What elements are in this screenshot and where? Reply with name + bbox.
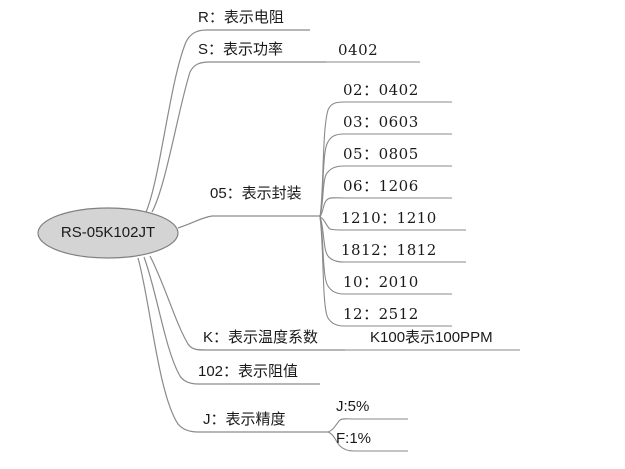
root-node-label: RS-05K102JT xyxy=(60,224,156,241)
child-label-pkg-1812[interactable]: 1812：1812 xyxy=(341,241,437,259)
branch-label-k[interactable]: K：表示温度系数 xyxy=(203,329,319,346)
branch-label-resistance[interactable]: 102：表示阻值 xyxy=(198,363,299,380)
child-label-s-0402[interactable]: 0402 xyxy=(338,41,379,59)
child-label-pkg-05[interactable]: 05：0805 xyxy=(343,145,419,163)
wire-to-package xyxy=(177,215,320,229)
child-label-pkg-03[interactable]: 03：0603 xyxy=(343,113,419,131)
child-label-tol-f1[interactable]: F:1% xyxy=(336,430,372,447)
branch-label-package[interactable]: 05：表示封装 xyxy=(210,185,302,202)
child-label-pkg-02[interactable]: 02：0402 xyxy=(343,81,419,99)
child-label-k-100ppm[interactable]: K100表示100PPM xyxy=(370,329,493,346)
branch-label-s[interactable]: S：表示功率 xyxy=(198,41,284,58)
child-label-pkg-1210[interactable]: 1210：1210 xyxy=(341,209,437,227)
branch-label-r[interactable]: R：表示电阻 xyxy=(198,9,284,26)
child-label-pkg-12[interactable]: 12：2512 xyxy=(343,305,419,323)
child-label-pkg-10[interactable]: 10：2010 xyxy=(343,273,419,291)
child-label-tol-j5[interactable]: J:5% xyxy=(336,398,370,415)
branch-label-tolerance[interactable]: J：表示精度 xyxy=(203,411,286,428)
child-label-pkg-06[interactable]: 06：1206 xyxy=(343,177,419,195)
